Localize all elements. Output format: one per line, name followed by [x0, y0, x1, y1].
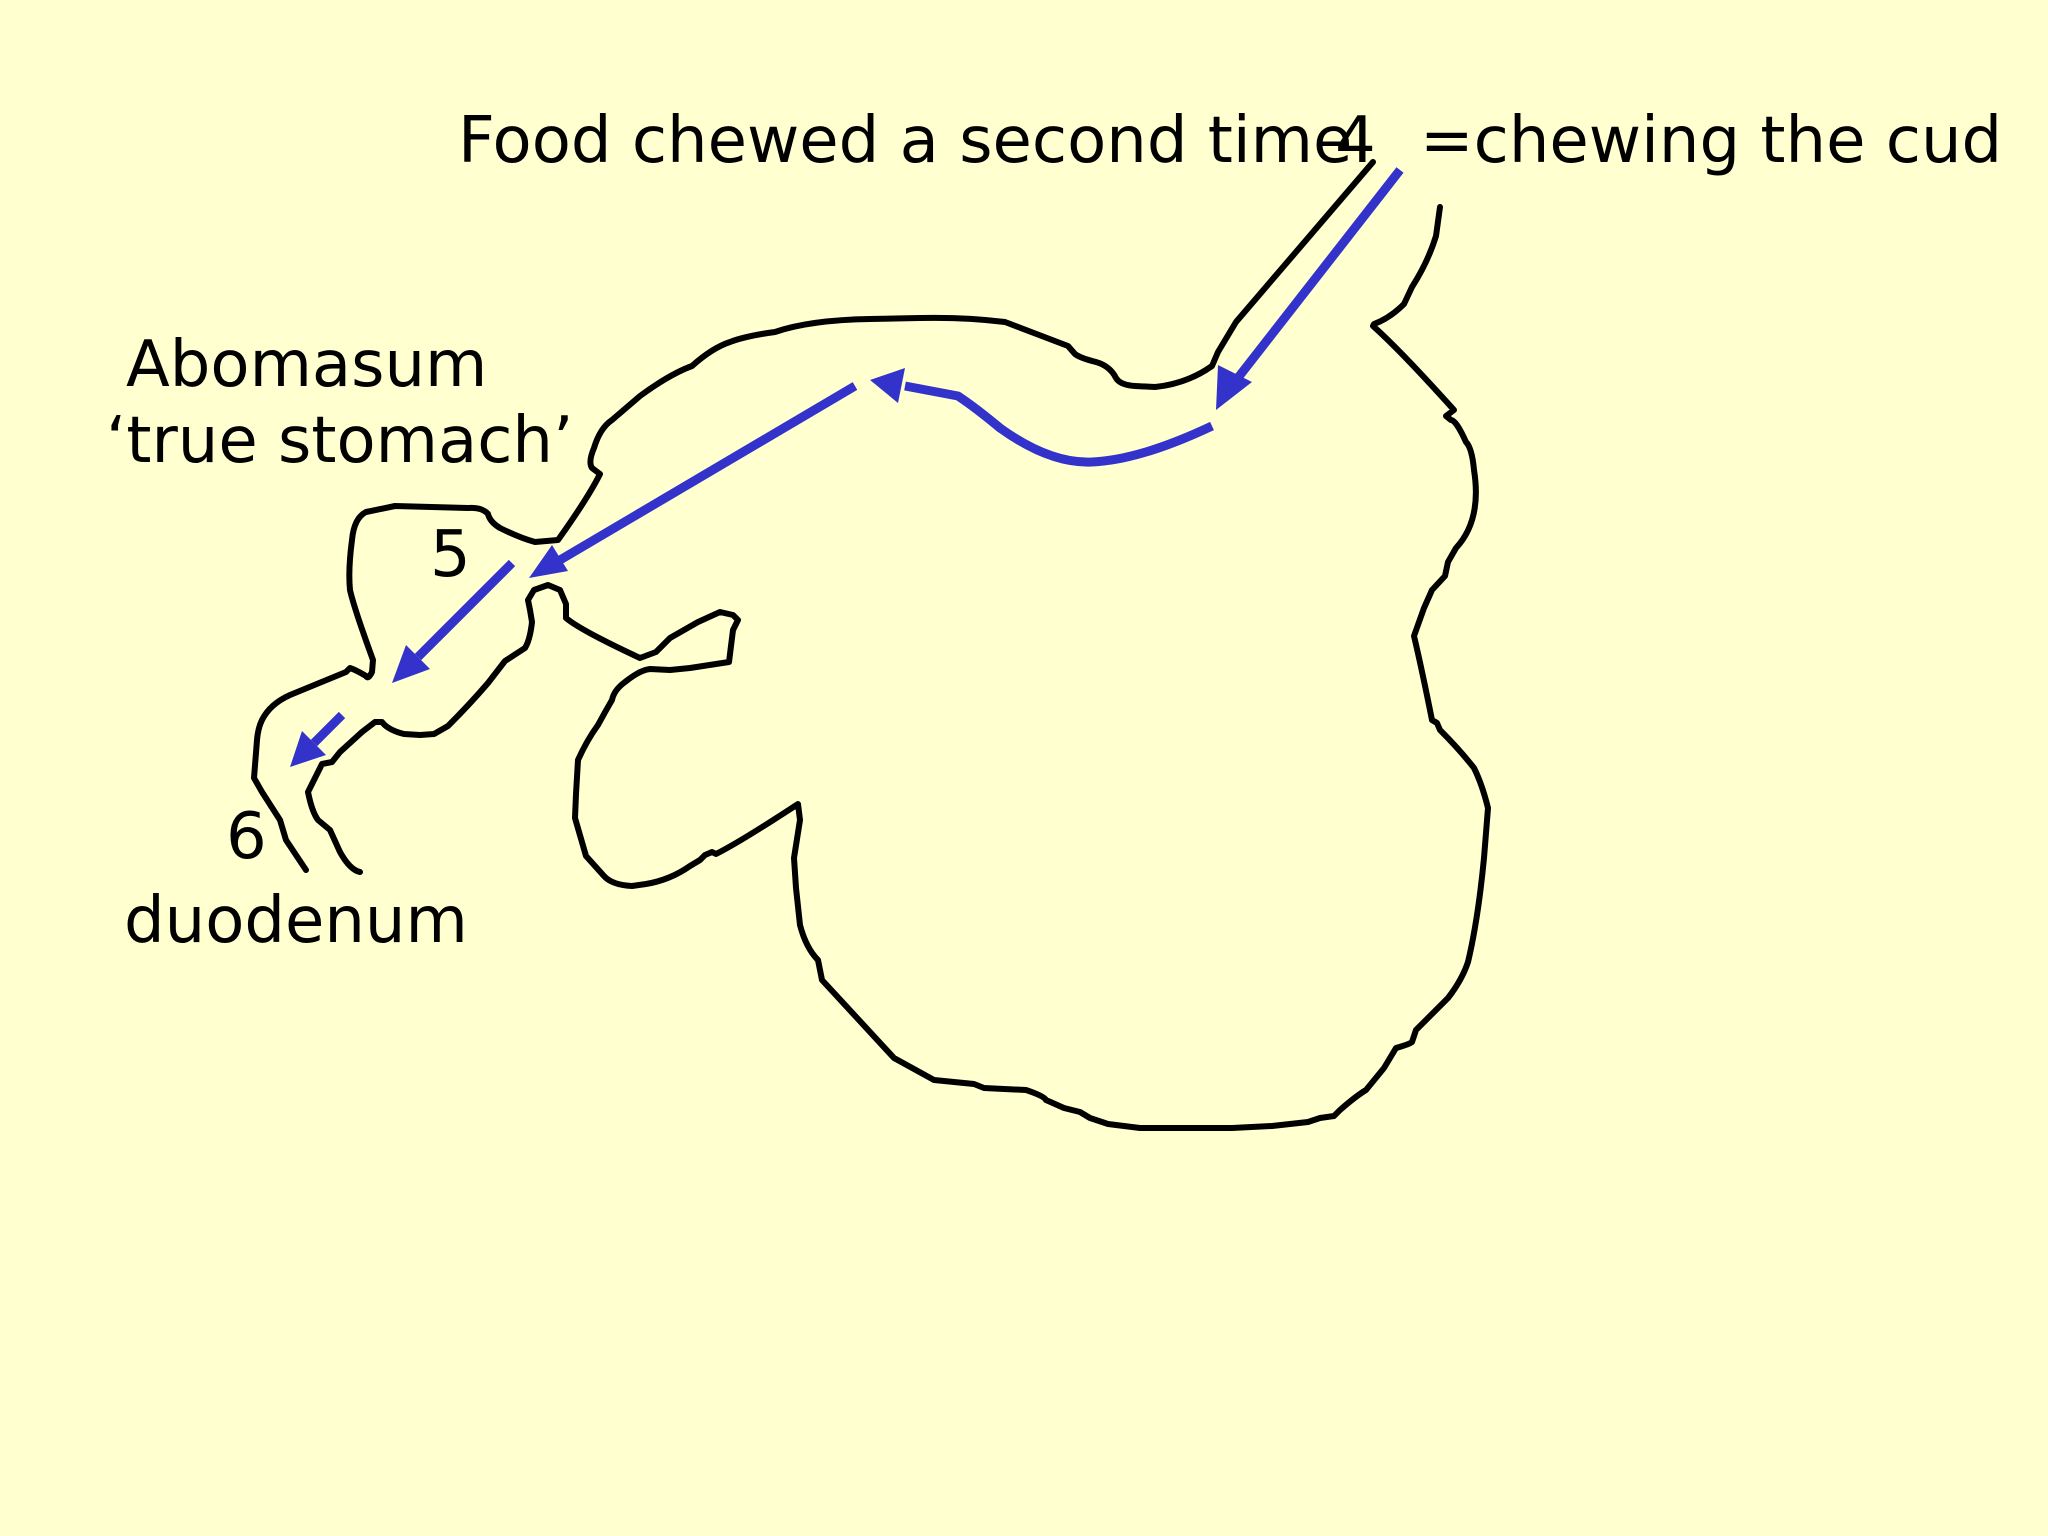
flow-arrow-esophagus-head [1216, 365, 1252, 410]
abomasum-label: Abomasum [126, 328, 487, 402]
step-number-5: 5 [430, 518, 471, 592]
flow-arrow-abomasum-head [529, 545, 568, 578]
flow-arrow-duodenum-shaft [310, 711, 346, 747]
true-stomach-label: ‘true stomach’ [106, 404, 573, 478]
flow-arrow-pylorus-head [392, 645, 430, 683]
top-caption: Food chewed a second time [458, 104, 1352, 178]
flow-arrow-esophagus-shaft [1226, 167, 1404, 391]
flow-arrow-pylorus-shaft [414, 559, 516, 661]
stomach-outline [251, 159, 1491, 1131]
flow-arrow-abomasum-shaft [557, 382, 858, 564]
step-number-6: 6 [226, 800, 267, 874]
flow-arrow-curve-shaft [904, 381, 1214, 467]
flow-arrow-curve-head [870, 368, 905, 403]
duodenum-right-wall [305, 204, 1491, 1131]
esophagus-left-wall [251, 159, 1376, 873]
flow-arrow-duodenum-head [290, 731, 326, 767]
cud-note: =chewing the cud [1420, 104, 2002, 178]
flow-arrows [290, 167, 1404, 767]
duodenum-label: duodenum [124, 884, 468, 958]
step-number-4: 4 [1335, 104, 1376, 178]
